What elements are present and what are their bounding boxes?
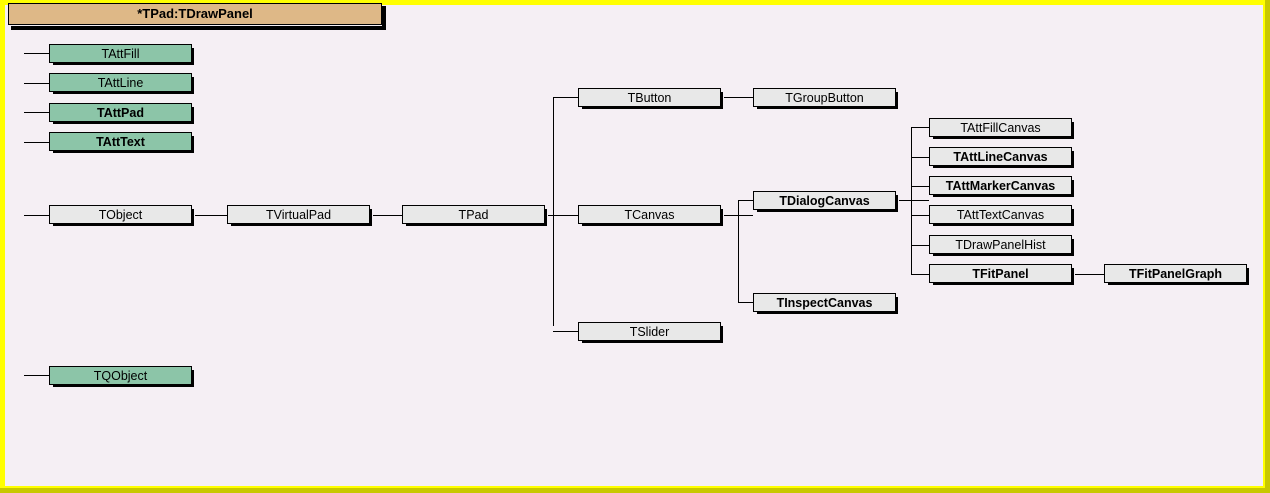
class-node-label: TAttFillCanvas xyxy=(960,120,1041,135)
connector-tcanvas-tdialogcanvas xyxy=(738,200,753,201)
class-node-label: TVirtualPad xyxy=(265,207,332,222)
class-node-label: TSlider xyxy=(629,324,670,339)
class-node-tbutton[interactable]: TButton xyxy=(578,88,723,109)
class-node-label: TDrawPanelHist xyxy=(955,237,1046,252)
class-node-tgroupbutton[interactable]: TGroupButton xyxy=(753,88,898,109)
canvas-frame-right-highlight xyxy=(1263,0,1265,488)
canvas-frame-top xyxy=(0,0,1270,5)
canvas-frame-bottom xyxy=(0,487,1270,493)
connector-tdialogcanvas-tfitpanel xyxy=(911,274,929,275)
class-node-tatttext[interactable]: TAttText xyxy=(49,132,194,153)
class-node-label: TAttPad xyxy=(97,105,144,120)
class-node-tfitpanelgraph[interactable]: TFitPanelGraph xyxy=(1104,264,1249,285)
class-node-tattfill[interactable]: TAttFill xyxy=(49,44,194,65)
class-node-tcanvas[interactable]: TCanvas xyxy=(578,205,723,226)
class-node-label: TAttLine xyxy=(97,75,144,90)
connector-tdialogcanvas-vertical xyxy=(911,127,912,274)
connector-tdialogcanvas-tattmarkercanvas xyxy=(911,186,929,187)
connector-tbutton-tgroupbutton xyxy=(724,97,753,98)
connector-stub-tobject xyxy=(24,215,49,216)
class-node-label: TInspectCanvas xyxy=(776,295,873,310)
connector-tdialogcanvas-trunk xyxy=(899,200,929,201)
connector-stub-tattfill xyxy=(24,53,49,54)
connector-tcanvas-vertical xyxy=(738,200,739,303)
class-node-tslider[interactable]: TSlider xyxy=(578,322,723,343)
class-node-tobject[interactable]: TObject xyxy=(49,205,194,226)
connector-tdialogcanvas-tattlinecanvas xyxy=(911,157,929,158)
title-bar-shadow-right xyxy=(382,6,386,30)
class-node-tfitpanel[interactable]: TFitPanel xyxy=(929,264,1074,285)
class-node-tatttextcanvas[interactable]: TAttTextCanvas xyxy=(929,205,1074,226)
class-node-tattfillcanvas[interactable]: TAttFillCanvas xyxy=(929,118,1074,139)
connector-tfitpanel-tfitpanelgraph xyxy=(1075,274,1104,275)
class-node-label: TFitPanel xyxy=(972,266,1029,281)
class-node-tattline[interactable]: TAttLine xyxy=(49,73,194,94)
class-node-tattlinecanvas[interactable]: TAttLineCanvas xyxy=(929,147,1074,168)
class-node-tdialogcanvas[interactable]: TDialogCanvas xyxy=(753,191,898,212)
class-node-label: TFitPanelGraph xyxy=(1128,266,1223,281)
connector-tcanvas-tinspectcanvas xyxy=(738,302,753,303)
connector-tpad-trunk xyxy=(548,215,578,216)
connector-tobject-tvirtualpad xyxy=(195,215,227,216)
class-node-tpad[interactable]: TPad xyxy=(402,205,547,226)
class-node-label: TGroupButton xyxy=(785,90,864,105)
connector-tpad-tbutton xyxy=(553,97,578,98)
class-node-label: TQObject xyxy=(93,368,148,383)
connector-tvirtualpad-tpad xyxy=(373,215,402,216)
connector-tpad-vertical xyxy=(553,97,554,326)
class-node-tattmarkercanvas[interactable]: TAttMarkerCanvas xyxy=(929,176,1074,197)
class-node-tattpad[interactable]: TAttPad xyxy=(49,103,194,124)
class-node-label: TAttTextCanvas xyxy=(956,207,1045,222)
class-node-tvirtualpad[interactable]: TVirtualPad xyxy=(227,205,372,226)
window-title-bar: *TPad:TDrawPanel xyxy=(8,3,382,25)
class-node-label: TAttFill xyxy=(101,46,140,61)
connector-tpad-tslider xyxy=(553,331,578,332)
connector-tdialogcanvas-tattfillcanvas xyxy=(911,127,929,128)
class-node-label: TDialogCanvas xyxy=(779,193,870,208)
class-node-label: TAttText xyxy=(96,134,145,149)
connector-tdialogcanvas-tdrawpanelhist xyxy=(911,245,929,246)
canvas-frame-left xyxy=(0,0,5,493)
title-bar-shadow-bottom xyxy=(11,26,385,30)
class-node-label: TAttMarkerCanvas xyxy=(945,178,1056,193)
canvas-frame-bottom-highlight xyxy=(0,486,1265,488)
canvas-frame-right xyxy=(1264,0,1270,493)
class-node-tqobject[interactable]: TQObject xyxy=(49,366,194,387)
connector-stub-tatttext xyxy=(24,142,49,143)
class-node-label: TButton xyxy=(627,90,672,105)
connector-tdialogcanvas-tatttextcanvas xyxy=(911,215,929,216)
class-node-label: TObject xyxy=(98,207,143,222)
class-node-label: TCanvas xyxy=(624,207,675,222)
connector-stub-tattpad xyxy=(24,112,49,113)
class-node-tdrawpanelhist[interactable]: TDrawPanelHist xyxy=(929,235,1074,256)
class-node-tinspectcanvas[interactable]: TInspectCanvas xyxy=(753,293,898,314)
connector-stub-tqobject xyxy=(24,375,49,376)
connector-stub-tattline xyxy=(24,83,49,84)
class-node-label: TAttLineCanvas xyxy=(953,149,1048,164)
class-node-label: TPad xyxy=(458,207,489,222)
